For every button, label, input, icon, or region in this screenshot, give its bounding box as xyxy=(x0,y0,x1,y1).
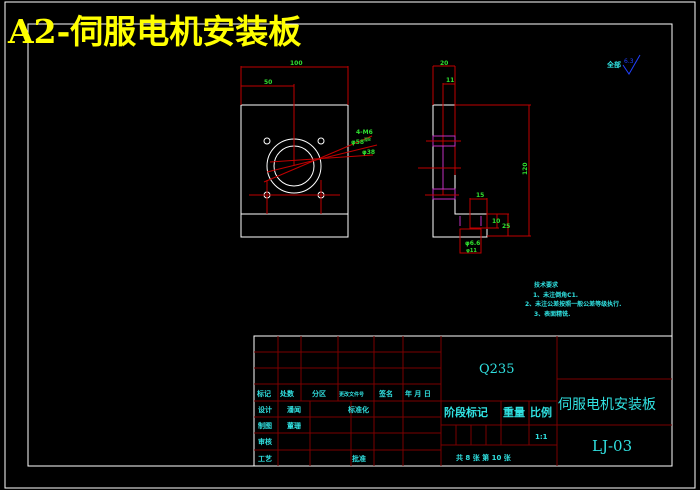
approval-label: 批准 xyxy=(352,454,366,463)
header-mark: 标记 xyxy=(256,389,271,398)
drawing-title: A2-伺服电机安装板 xyxy=(7,12,301,51)
stage-mark-label: 阶段标记 xyxy=(444,405,488,419)
scale-label: 比例 xyxy=(530,405,552,419)
tech-note-2: 2、未注公差按照一般公差等级执行. xyxy=(525,300,621,308)
dim-holes: 4-M6 xyxy=(356,129,373,136)
tech-note-1: 1、未注倒角C1. xyxy=(533,291,578,299)
drafter-name: 董珊 xyxy=(287,421,301,430)
row-process: 工艺 xyxy=(258,454,272,463)
row-review: 审核 xyxy=(258,437,272,446)
material: Q235 xyxy=(479,362,514,377)
dim-bore-large: φ11 xyxy=(466,248,477,254)
side-view: 20 11 120 15 10 25 φ6.6 φ11 xyxy=(418,60,531,254)
roughness-label: 全部 xyxy=(606,60,621,69)
roughness-value: 6.3 xyxy=(624,58,634,65)
header-zone: 分区 xyxy=(312,389,326,398)
dim-half: 50 xyxy=(264,79,272,86)
dim-width: 100 xyxy=(290,60,303,67)
row-design: 设计 xyxy=(258,405,272,414)
row-drafting: 制图 xyxy=(258,421,272,430)
tech-notes-title: 技术要求 xyxy=(534,281,559,289)
standardization-label: 标准化 xyxy=(347,405,369,414)
tech-notes: 技术要求 1、未注倒角C1. 2、未注公差按照一般公差等级执行. 3、表面精铣. xyxy=(525,281,621,318)
title-block: 标记 处数 分区 更改文件号 签名 年 月 日 设计 制图 审核 工艺 潘闻 董… xyxy=(253,335,673,467)
dim-bore-small: φ6.6 xyxy=(465,240,480,247)
header-change-doc: 更改文件号 xyxy=(339,391,364,398)
dim-foot-height: 10 xyxy=(492,218,500,225)
weight-label: 重量 xyxy=(503,405,525,419)
dim-inner-dia: φ38 xyxy=(362,149,375,156)
scale-value: 1:1 xyxy=(535,433,548,441)
outer-frame xyxy=(4,1,696,489)
dim-hole-depth: 深8 xyxy=(364,136,371,142)
dim-height: 120 xyxy=(522,162,529,175)
header-count: 处数 xyxy=(279,389,295,398)
header-date: 年 月 日 xyxy=(405,389,431,398)
dim-outer-dia: φ58 xyxy=(351,139,364,146)
header-signature: 签名 xyxy=(378,389,393,398)
dim-foot-total: 25 xyxy=(502,223,510,230)
part-name: 伺服电机安装板 xyxy=(558,397,656,413)
designer-name: 潘闻 xyxy=(287,405,301,414)
dim-step: 11 xyxy=(446,77,454,84)
roughness-symbol: 全部 6.3 xyxy=(606,54,641,75)
front-view: 100 50 4-M6 深8 φ58 φ38 xyxy=(240,60,378,238)
dim-foot-width: 15 xyxy=(476,192,484,199)
tech-note-3: 3、表面精铣. xyxy=(534,310,570,318)
dim-thickness: 20 xyxy=(440,60,448,67)
drawing-number: LJ-03 xyxy=(592,437,632,455)
sheet-count: 共 8 张 第 10 张 xyxy=(456,453,512,462)
